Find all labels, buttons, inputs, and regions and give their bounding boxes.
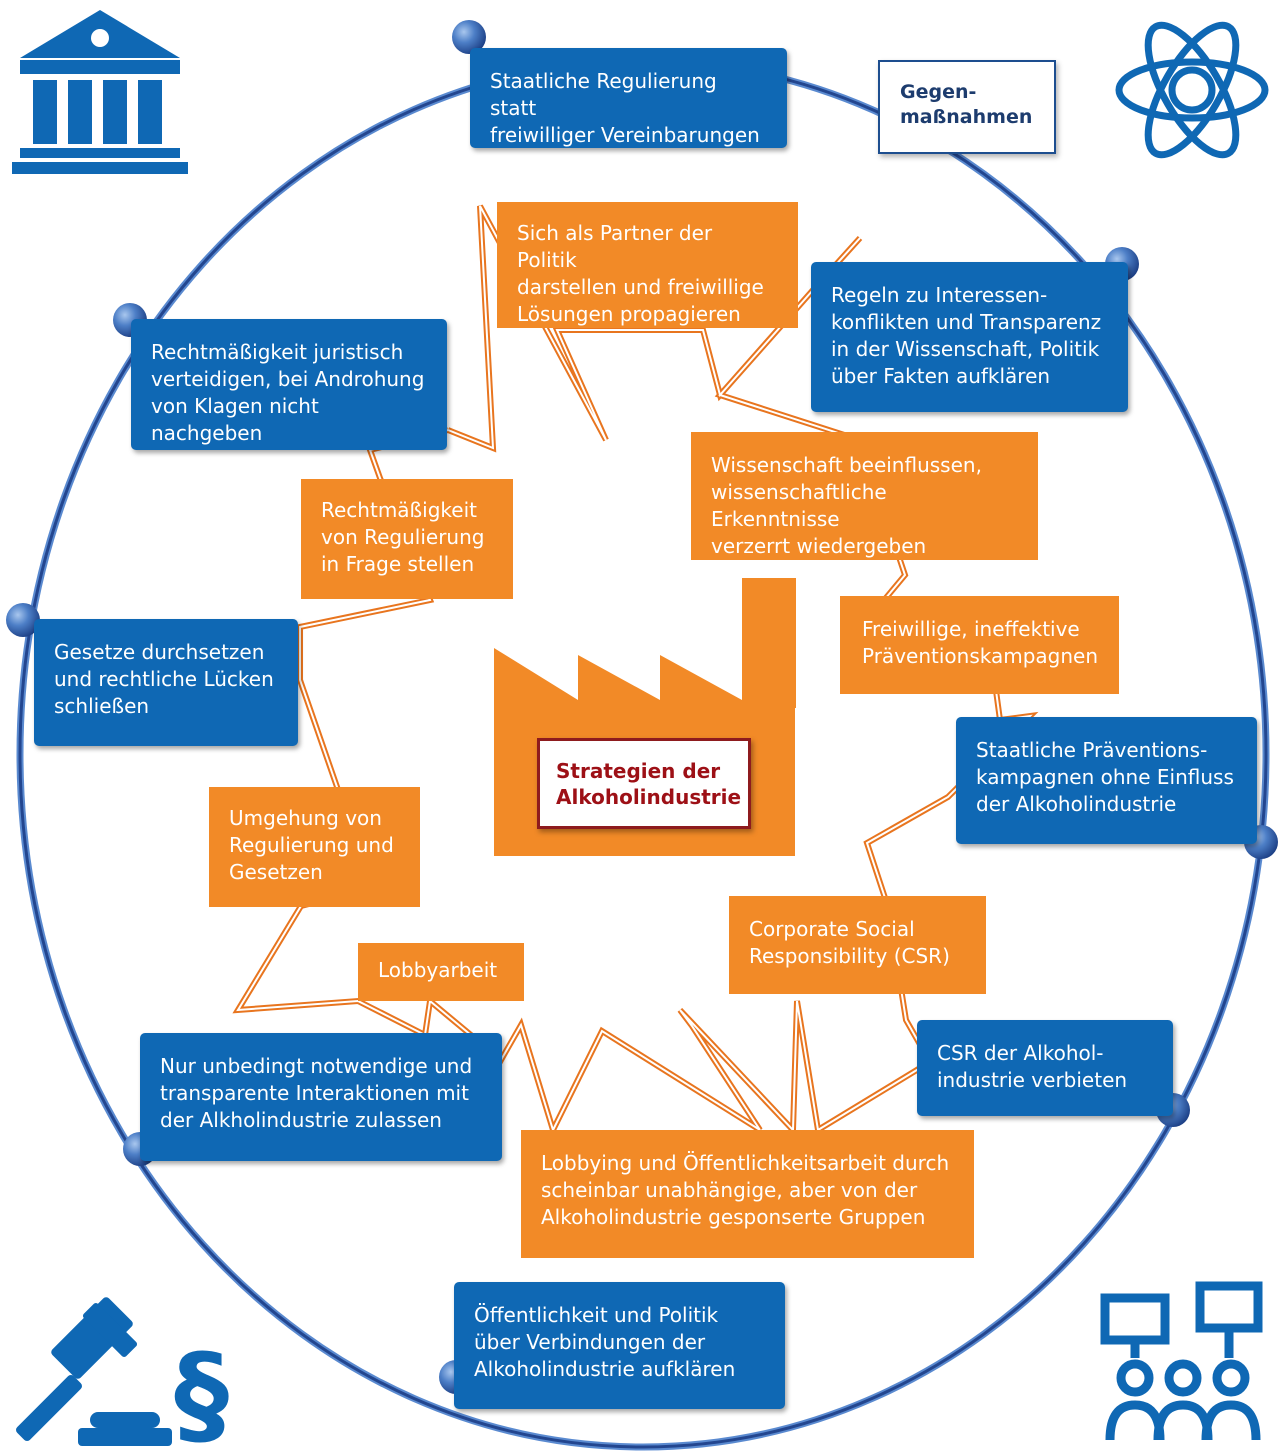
strategy-box-lobbyarbeit: Lobbyarbeit: [358, 943, 524, 1001]
countermeasure-box-interaktionen: Nur unbedingt notwendige und transparent…: [140, 1033, 502, 1161]
presentation-audience-icon: [1100, 1281, 1263, 1441]
countermeasures-legend: Gegen- maßnahmen: [878, 60, 1056, 154]
center-title: Strategien der Alkoholindustrie: [537, 738, 751, 829]
countermeasure-box-staatliche-praevention: Staatliche Präventions- kampagnen ohne E…: [956, 717, 1257, 844]
countermeasure-box-gesetze-durchsetzen: Gesetze durchsetzen und rechtliche Lücke…: [34, 619, 298, 746]
factory-chimney: [760, 578, 796, 708]
strategy-box-csr: Corporate Social Responsibility (CSR): [729, 896, 986, 994]
strategy-box-praeventionskampagnen: Freiwillige, ineffektive Präventionskamp…: [840, 596, 1119, 694]
countermeasure-box-csr-verbieten: CSR der Alkohol- industrie verbieten: [917, 1020, 1173, 1116]
ring-node: [6, 603, 40, 637]
countermeasure-box-oeffentlichkeit-aufklaeren: Öffentlichkeit und Politik über Verbindu…: [454, 1282, 785, 1409]
strategy-box-lobbying-gruppen: Lobbying und Öffentlichkeitsarbeit durch…: [521, 1130, 974, 1258]
countermeasure-box-interessenkonflikte: Regeln zu Interessen- konflikten und Tra…: [811, 262, 1128, 412]
countermeasure-box-staatliche-regulierung: Staatliche Regulierung statt freiwillige…: [470, 48, 787, 148]
strategy-box-rechtmaessigkeit: Rechtmäßigkeit von Regulierung in Frage …: [301, 479, 513, 599]
strategy-box-partner-politik: Sich als Partner der Politik darstellen …: [497, 202, 798, 328]
svg-text:§: §: [174, 1330, 229, 1451]
atom-icon: [1115, 21, 1269, 159]
strategy-box-umgehung: Umgehung von Regulierung und Gesetzen: [209, 787, 420, 907]
countermeasure-box-rechtmaessigkeit-verteidigen: Rechtmäßigkeit juristisch verteidigen, b…: [131, 319, 447, 450]
gavel-paragraph-icon: §: [16, 1297, 229, 1451]
strategy-box-wissenschaft: Wissenschaft beeinflussen, wissenschaftl…: [691, 432, 1038, 560]
government-building-icon: [12, 10, 188, 174]
ring-node: [452, 20, 486, 54]
